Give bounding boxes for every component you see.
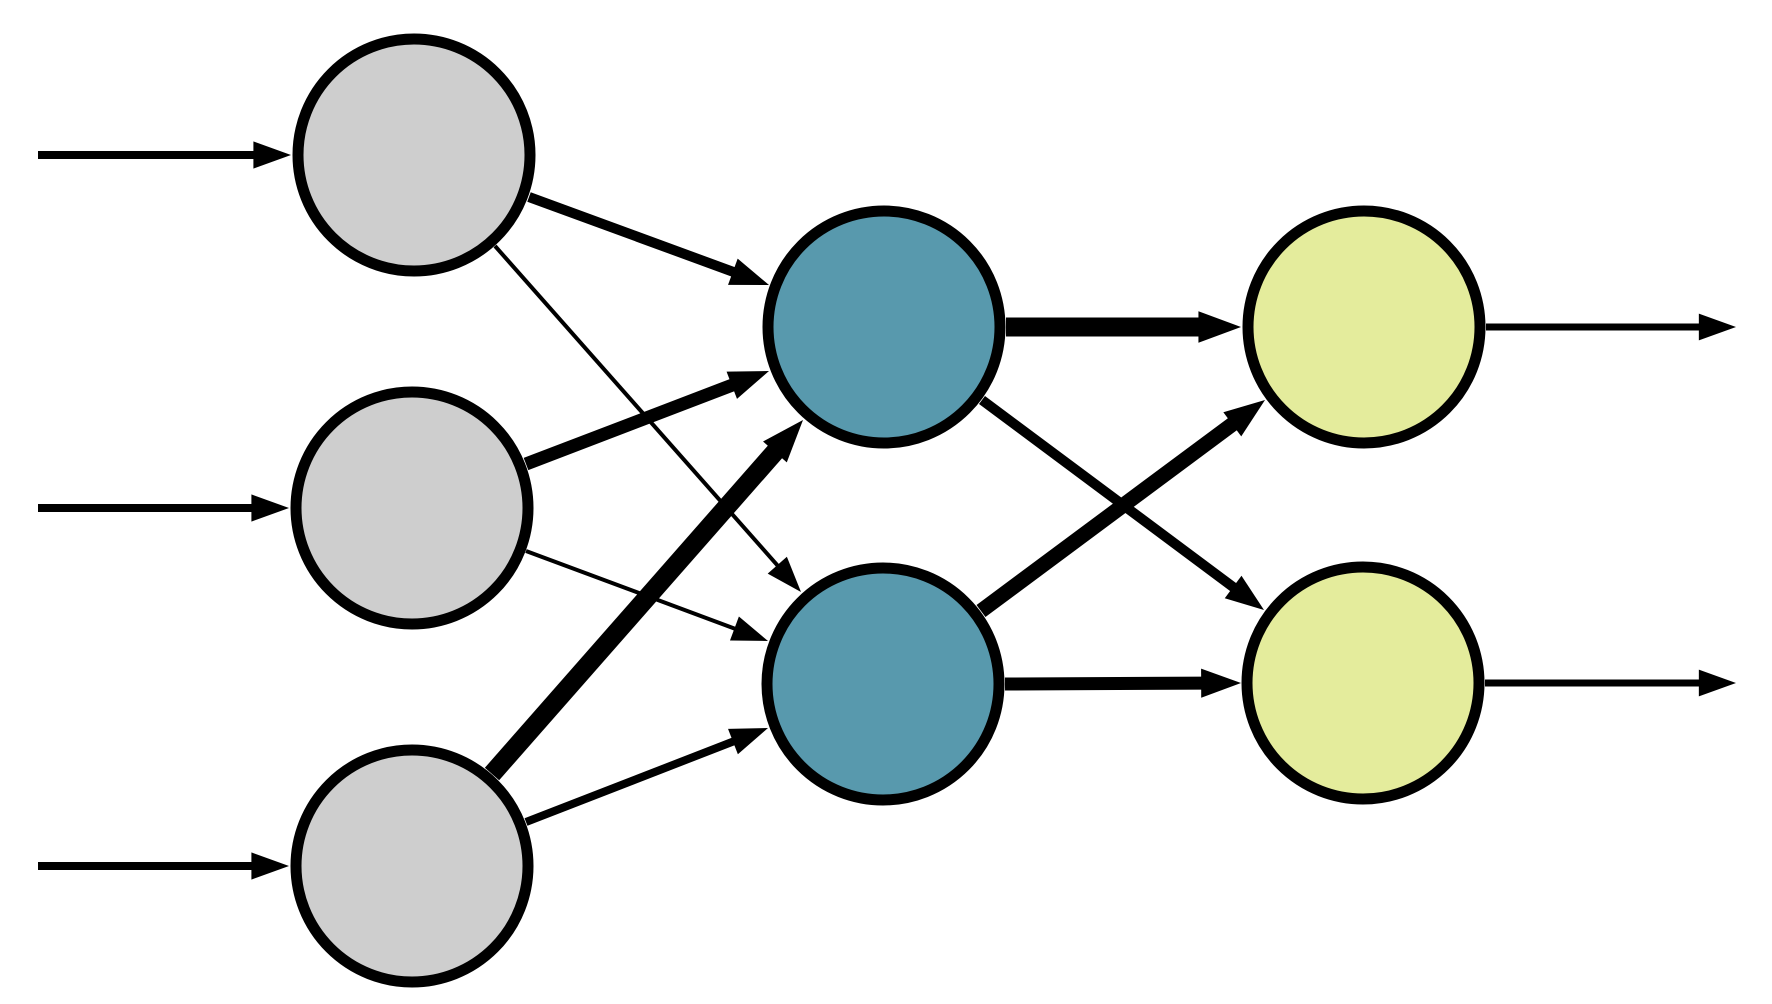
edge-i2-h1 [523, 371, 769, 471]
input-arrow-2-arrowhead-icon [251, 494, 289, 522]
edge-i1-h2-line [493, 244, 781, 569]
edge-i3-h1-arrowhead-icon [763, 420, 803, 463]
edge-h2-o1-line [976, 417, 1239, 618]
node-output-1 [1242, 205, 1486, 449]
edge-h1-o1-arrowhead-icon [1198, 311, 1241, 343]
edge-i1-h2-arrowhead-icon [767, 556, 801, 592]
edge-h1-o2-line [979, 395, 1238, 593]
edge-h2-o2-arrowhead-icon [1201, 668, 1241, 698]
edge-i3-h2-arrowhead-icon [728, 728, 768, 755]
edge-i2-h1-line [523, 378, 736, 471]
edge-h2-o2-line [1004, 676, 1204, 691]
edge-i3-h1-line [484, 444, 784, 781]
node-input-3 [290, 744, 534, 988]
edge-h1-o2-arrowhead-icon [1224, 575, 1264, 610]
node-hidden-2 [761, 562, 1005, 806]
output-arrow-1 [1486, 313, 1736, 341]
edge-h1-o2 [979, 395, 1264, 610]
edge-i3-h1 [484, 420, 803, 781]
output-arrow-1-arrowhead-icon [1698, 313, 1736, 341]
node-input-2 [290, 386, 534, 630]
input-arrow-3 [38, 852, 289, 880]
edge-i2-h2-line [525, 549, 738, 632]
node-output-2 [1241, 561, 1485, 805]
edge-i1-h1-line [527, 192, 737, 278]
edge-i1-h1 [527, 192, 769, 285]
edge-i3-h2 [524, 728, 768, 826]
node-hidden-1 [762, 205, 1006, 449]
node-input-1 [292, 33, 536, 277]
edge-i1-h1-arrowhead-icon [728, 258, 769, 285]
edge-h2-o1-arrowhead-icon [1223, 400, 1265, 437]
edge-i2-h1-arrowhead-icon [726, 371, 769, 399]
edge-h2-o1 [976, 400, 1265, 618]
input-arrow-1 [38, 141, 291, 169]
edge-h2-o2 [1004, 668, 1241, 698]
edge-i3-h2-line [524, 737, 737, 826]
input-arrow-2 [38, 494, 289, 522]
edge-i2-h2-arrowhead-icon [729, 616, 768, 641]
edge-h1-o1 [1006, 311, 1241, 343]
output-arrow-2 [1485, 669, 1736, 697]
input-arrow-3-arrowhead-icon [251, 852, 289, 880]
edge-i2-h2 [525, 549, 768, 641]
output-arrow-2-arrowhead-icon [1698, 669, 1736, 697]
input-arrow-1-arrowhead-icon [253, 141, 291, 169]
